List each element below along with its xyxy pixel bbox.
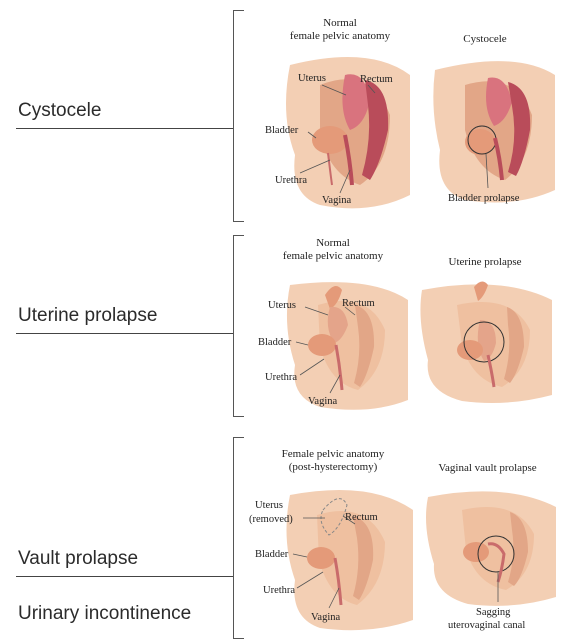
row2-label-rectum: Rectum [342, 298, 375, 309]
row2-left-illustration: Uterus Rectum Bladder Urethra Vagina [250, 275, 410, 415]
row3-label-uterovaginal-canal: uterovaginal canal [448, 620, 525, 631]
row3-label-vagina: Vagina [311, 612, 340, 623]
category-uterine-prolapse: Uterine prolapse [18, 305, 157, 327]
row2-right-illustration [412, 275, 557, 405]
category-underline-cystocele [16, 128, 234, 129]
row1-label-urethra: Urethra [275, 175, 307, 186]
row1-label-bladder-prolapse: Bladder prolapse [448, 193, 520, 204]
bracket-row-2 [233, 235, 244, 417]
row1-right-title: Cystocele [430, 33, 540, 46]
row1-label-vagina: Vagina [322, 195, 351, 206]
row3-label-uterus: Uterus [255, 500, 283, 511]
bladder-shape [312, 126, 348, 154]
category-vault-prolapse: Vault prolapse [18, 548, 138, 570]
category-cystocele: Cystocele [18, 100, 101, 122]
bracket-row-1 [233, 10, 244, 222]
row2-left-title: Normal female pelvic anatomy [268, 237, 398, 263]
row2-label-uterus: Uterus [268, 300, 296, 311]
row1-right-illustration: Bladder prolapse [420, 50, 560, 210]
row2-label-vagina: Vagina [308, 396, 337, 407]
row3-right-illustration: Sagging uterovaginal canal [418, 482, 558, 637]
category-urinary-incontinence: Urinary incontinence [18, 603, 191, 625]
row3-left-illustration: Uterus (removed) Rectum Bladder Urethra … [245, 480, 415, 635]
row2-label-urethra: Urethra [265, 372, 297, 383]
row1-label-rectum: Rectum [360, 74, 393, 85]
category-underline-vault [16, 576, 234, 577]
row1-left-title: Normal female pelvic anatomy [275, 17, 405, 43]
row3-label-removed: (removed) [249, 514, 293, 525]
row1-left-illustration: Uterus Rectum Bladder Urethra Vagina [250, 45, 415, 215]
row3-label-rectum: Rectum [345, 512, 378, 523]
row3-left-title: Female pelvic anatomy (post-hysterectomy… [258, 448, 408, 474]
row1-label-uterus: Uterus [298, 73, 326, 84]
row2-right-title: Uterine prolapse [420, 256, 550, 269]
row3-label-bladder: Bladder [255, 549, 289, 560]
row3-label-urethra: Urethra [263, 585, 295, 596]
row2-label-bladder: Bladder [258, 337, 292, 348]
row1-label-bladder: Bladder [265, 125, 299, 136]
category-underline-uterine [16, 333, 234, 334]
row3-label-sagging: Sagging [476, 607, 511, 618]
row3-right-title: Vaginal vault prolapse [420, 462, 555, 475]
bracket-row-3 [233, 437, 244, 639]
